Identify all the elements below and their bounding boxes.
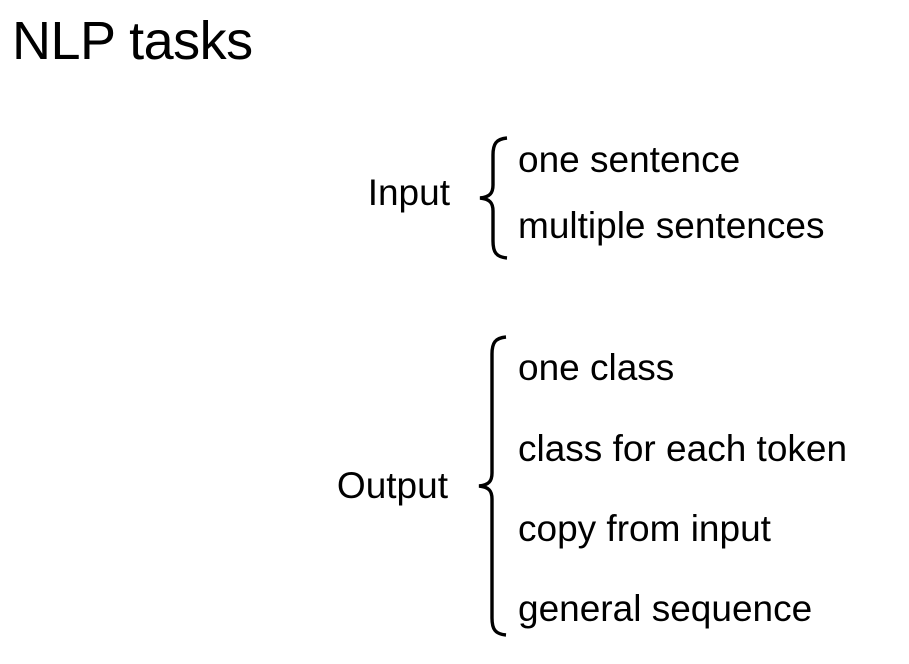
output-group-label: Output	[336, 465, 448, 506]
curly-brace-input-icon	[479, 136, 508, 260]
curly-brace-output-icon	[478, 335, 507, 637]
output-item: copy from input	[518, 508, 771, 549]
input-item: one sentence	[518, 139, 741, 180]
output-item: general sequence	[518, 588, 813, 629]
slide-title: NLP tasks	[12, 11, 253, 71]
output-item: class for each token	[518, 428, 848, 469]
input-item: multiple sentences	[518, 205, 825, 246]
output-item: one class	[518, 347, 675, 388]
input-group-label: Input	[367, 172, 450, 213]
